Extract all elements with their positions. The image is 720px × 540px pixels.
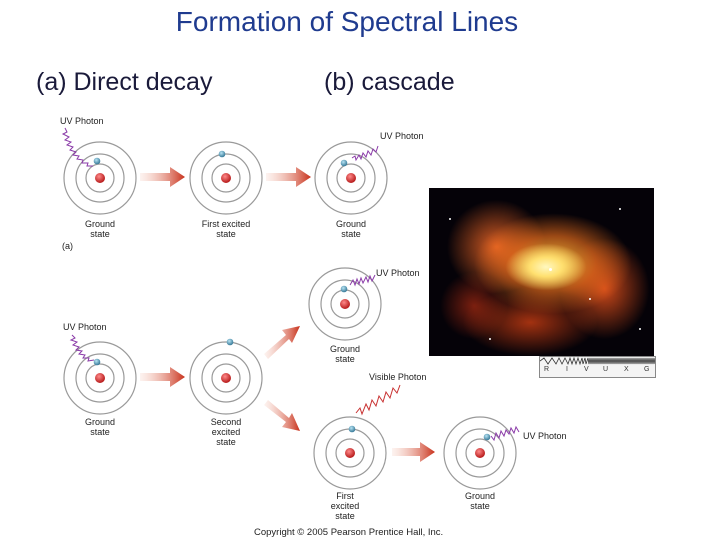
nucleus: [345, 448, 355, 458]
uv-photon-label: UV Photon: [376, 268, 420, 278]
transition-arrow-up: [264, 326, 300, 359]
electron: [93, 358, 101, 366]
subtitle-direct-decay: (a) Direct decay: [36, 68, 213, 96]
nucleus: [340, 299, 350, 309]
spectrum-wave-icon: [540, 357, 655, 366]
atom-a-ground-2: [314, 141, 388, 215]
band-label: V: [584, 366, 589, 373]
nucleus: [475, 448, 485, 458]
atom-a-ground-1: [63, 141, 137, 215]
nucleus: [221, 373, 231, 383]
uv-photon-wave: [351, 145, 379, 162]
transition-arrow: [140, 367, 185, 387]
atom-b-ground-3: [443, 416, 517, 490]
band-label: G: [644, 366, 650, 373]
visible-photon-label: Visible Photon: [369, 372, 426, 382]
electron: [93, 157, 101, 165]
visible-photon-wave: [355, 384, 401, 416]
part-a-label: (a): [62, 241, 73, 251]
copyright-notice: Copyright © 2005 Pearson Prentice Hall, …: [254, 527, 444, 538]
band-label: R: [544, 366, 550, 373]
uv-photon-wave: [61, 127, 93, 167]
uv-photon-label: UV Photon: [380, 131, 424, 141]
nucleus: [95, 373, 105, 383]
transition-arrow: [140, 167, 185, 187]
transition-arrow: [392, 442, 435, 462]
uv-photon-label: UV Photon: [60, 116, 104, 126]
uv-photon-label: UV Photon: [523, 431, 567, 441]
nucleus: [346, 173, 356, 183]
atom-a-first-excited: [189, 141, 263, 215]
electron: [226, 338, 234, 346]
electron: [218, 150, 226, 158]
electron: [340, 159, 348, 167]
band-label: I: [566, 366, 568, 373]
electron: [348, 425, 356, 433]
atom-b-first-excited: [313, 416, 387, 490]
uv-photon-label: UV Photon: [63, 322, 107, 332]
page-title: Formation of Spectral Lines: [175, 6, 519, 37]
nucleus: [95, 173, 105, 183]
atom-b-ground-1: [63, 341, 137, 415]
nebula-photo: [429, 188, 654, 356]
transition-arrow-down: [264, 400, 300, 431]
electron: [340, 285, 348, 293]
electron: [483, 433, 491, 441]
band-label: X: [624, 366, 629, 373]
atom-b-second-excited: [189, 338, 263, 415]
transition-arrow: [266, 167, 311, 187]
uv-photon-wave: [69, 334, 95, 362]
nucleus: [221, 173, 231, 183]
uv-photon-wave: [490, 425, 520, 442]
subtitle-cascade: (b) cascade: [324, 68, 455, 96]
atom-b-ground-2: [308, 267, 382, 341]
uv-photon-wave: [349, 274, 376, 287]
spectrum-band-key: R I V U X G: [539, 356, 656, 378]
band-label: U: [603, 366, 609, 373]
